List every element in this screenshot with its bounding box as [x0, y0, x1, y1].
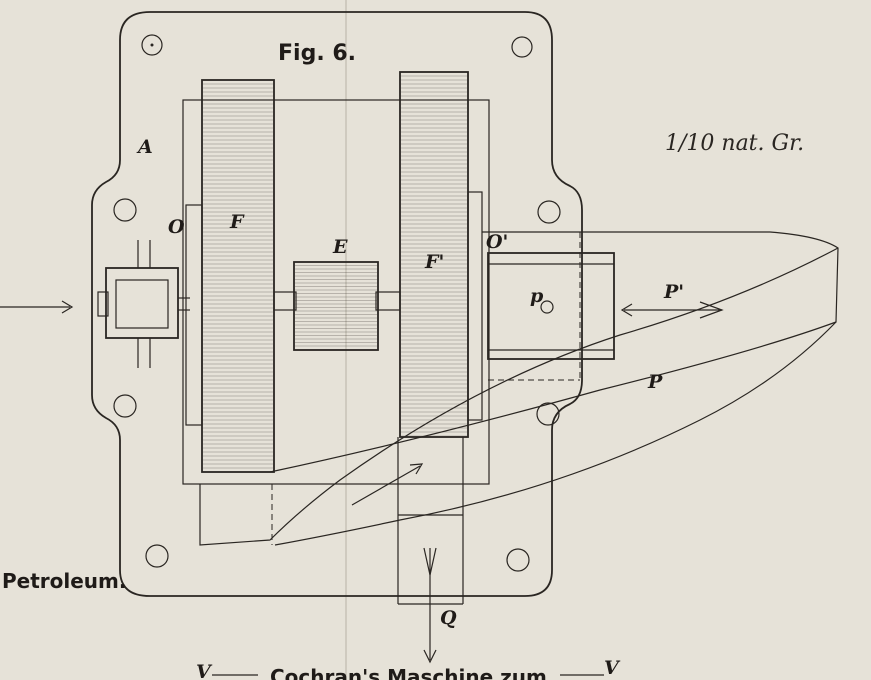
label-V-left: V: [196, 661, 213, 680]
label-F-prime: F': [424, 251, 444, 273]
label-Q: Q: [440, 607, 457, 629]
label-V-right: V: [604, 657, 621, 679]
label-p: p: [530, 285, 544, 307]
left-bearing: [97, 240, 190, 368]
main-shaft: [273, 291, 401, 311]
label-O: O: [168, 216, 185, 238]
label-A: A: [136, 136, 153, 158]
bolt-holes: [113, 34, 561, 572]
label-F: F: [229, 211, 245, 233]
label-E: E: [332, 236, 348, 258]
eccentric-E: [293, 261, 379, 351]
label-P-prime: P': [663, 281, 684, 303]
label-P: P: [647, 371, 663, 393]
caption-left: Petroleum.: [2, 569, 126, 593]
caption-bottom: Cochran's Maschine zum: [270, 665, 547, 680]
flow-arrows: [0, 300, 724, 664]
base-plate: [91, 11, 583, 597]
slide-block: [487, 252, 615, 360]
belt-P: [199, 231, 839, 546]
figure-title: Fig. 6.: [278, 41, 356, 66]
flywheel-F-prime: [399, 71, 483, 438]
label-O-prime: O': [486, 231, 508, 253]
scale-note: 1/10 nat. Gr.: [665, 131, 804, 156]
flywheel-F: [185, 79, 275, 473]
